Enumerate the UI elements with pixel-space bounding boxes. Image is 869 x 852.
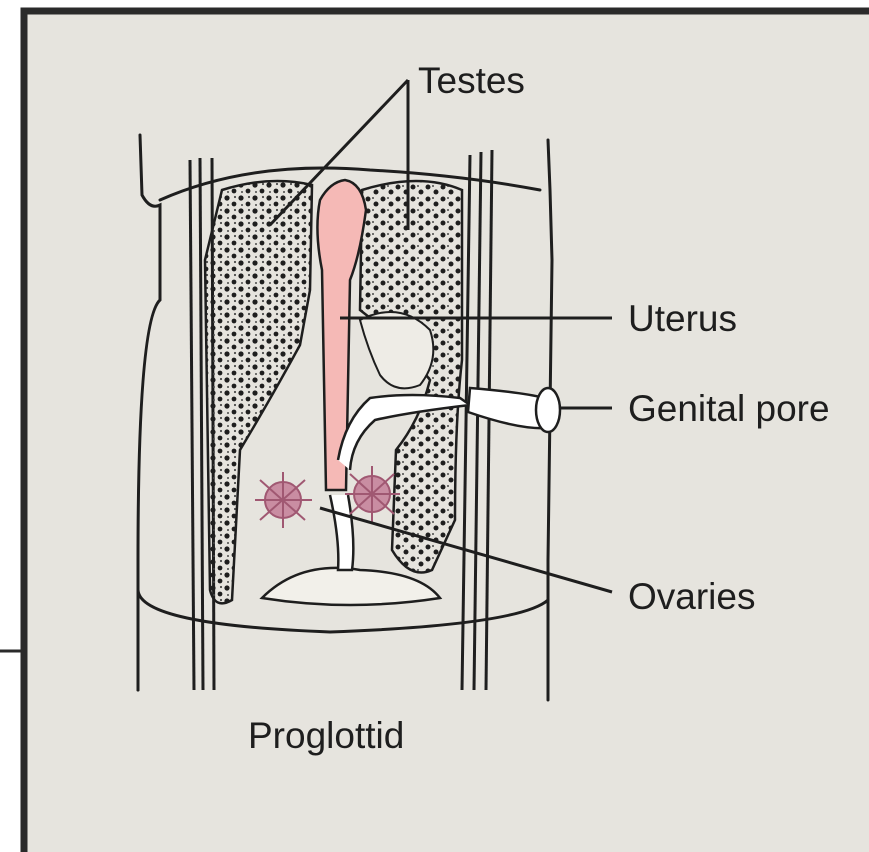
label-genital-pore: Genital pore [628, 388, 830, 429]
label-testes: Testes [418, 60, 525, 101]
genital-pore-opening [536, 388, 560, 432]
label-uterus: Uterus [628, 298, 737, 339]
label-ovaries: Ovaries [628, 576, 755, 617]
caption-proglottid: Proglottid [248, 715, 404, 756]
